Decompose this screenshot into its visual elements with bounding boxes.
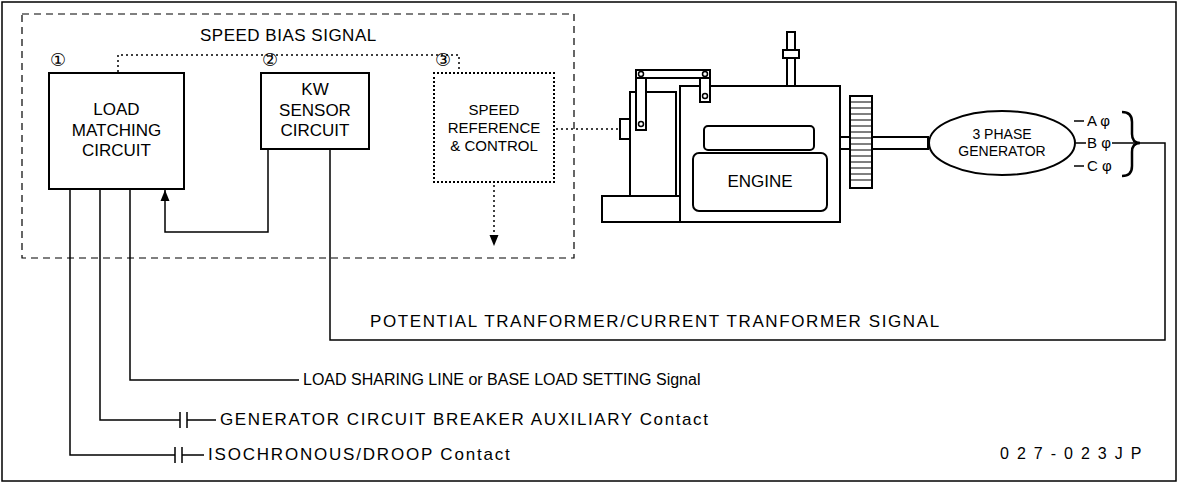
arrow-head bbox=[161, 190, 170, 201]
linkage-bar bbox=[636, 70, 710, 78]
box-label: ENGINE bbox=[727, 172, 792, 192]
bracket bbox=[1122, 112, 1140, 176]
connector-line bbox=[118, 55, 459, 72]
pivot bbox=[639, 122, 644, 127]
coupling-hatch bbox=[850, 102, 872, 180]
dashed-region bbox=[22, 14, 574, 258]
phase-label: C φ bbox=[1086, 156, 1113, 176]
callout-number: ① bbox=[50, 50, 66, 70]
generator-ellipse: 3 PHASE GENERATOR bbox=[928, 110, 1076, 176]
dotted-link bbox=[556, 128, 620, 130]
callout-number: ② bbox=[262, 50, 278, 70]
drawing-number: 027-023JP bbox=[1000, 444, 1149, 464]
shaft bbox=[840, 137, 850, 149]
phase-label: B φ bbox=[1086, 133, 1112, 153]
arrow-head bbox=[490, 235, 499, 246]
coupling bbox=[850, 96, 872, 188]
exhaust-band bbox=[783, 50, 799, 58]
signal-label: LOAD SHARING LINE or BASE LOAD SETTING S… bbox=[303, 370, 700, 390]
actuator-input bbox=[620, 119, 630, 139]
cylinder-head bbox=[704, 126, 814, 150]
ellipse-shape bbox=[929, 111, 1075, 175]
circuit-box: ②KW SENSOR CIRCUIT bbox=[260, 72, 370, 150]
shaft bbox=[872, 137, 928, 149]
box-label: KW SENSOR CIRCUIT bbox=[275, 80, 355, 141]
engine-box: ENGINE bbox=[692, 152, 828, 212]
signal-label: SPEED BIAS SIGNAL bbox=[198, 26, 379, 46]
box-label: SPEED REFERENCE & CONTROL bbox=[441, 101, 547, 155]
phase-wire bbox=[1074, 120, 1084, 122]
control-box: ③SPEED REFERENCE & CONTROL bbox=[433, 72, 555, 183]
actuator-base bbox=[602, 196, 680, 222]
circuit-box: ①LOAD MATCHING CIRCUIT bbox=[48, 72, 185, 190]
box-label: 3 PHASE GENERATOR bbox=[952, 126, 1052, 160]
engine-block bbox=[680, 86, 840, 222]
pivot bbox=[703, 72, 708, 77]
connector bbox=[118, 55, 459, 72]
box-label: LOAD MATCHING CIRCUIT bbox=[56, 100, 177, 161]
phase-label: A φ bbox=[1086, 111, 1111, 131]
lever bbox=[636, 72, 646, 130]
callout-number: ③ bbox=[435, 50, 451, 70]
pivot bbox=[639, 72, 644, 77]
phase-wire bbox=[1074, 165, 1084, 167]
signal-label: ISOCHRONOUS/DROOP Contact bbox=[208, 445, 512, 465]
signal-label: GENERATOR CIRCUIT BREAKER AUXILIARY Cont… bbox=[220, 410, 710, 430]
signal-label: POTENTIAL TRANFORMER/CURRENT TRANFORMER … bbox=[368, 312, 943, 332]
pivot bbox=[703, 94, 708, 99]
dotted-output bbox=[493, 185, 495, 236]
